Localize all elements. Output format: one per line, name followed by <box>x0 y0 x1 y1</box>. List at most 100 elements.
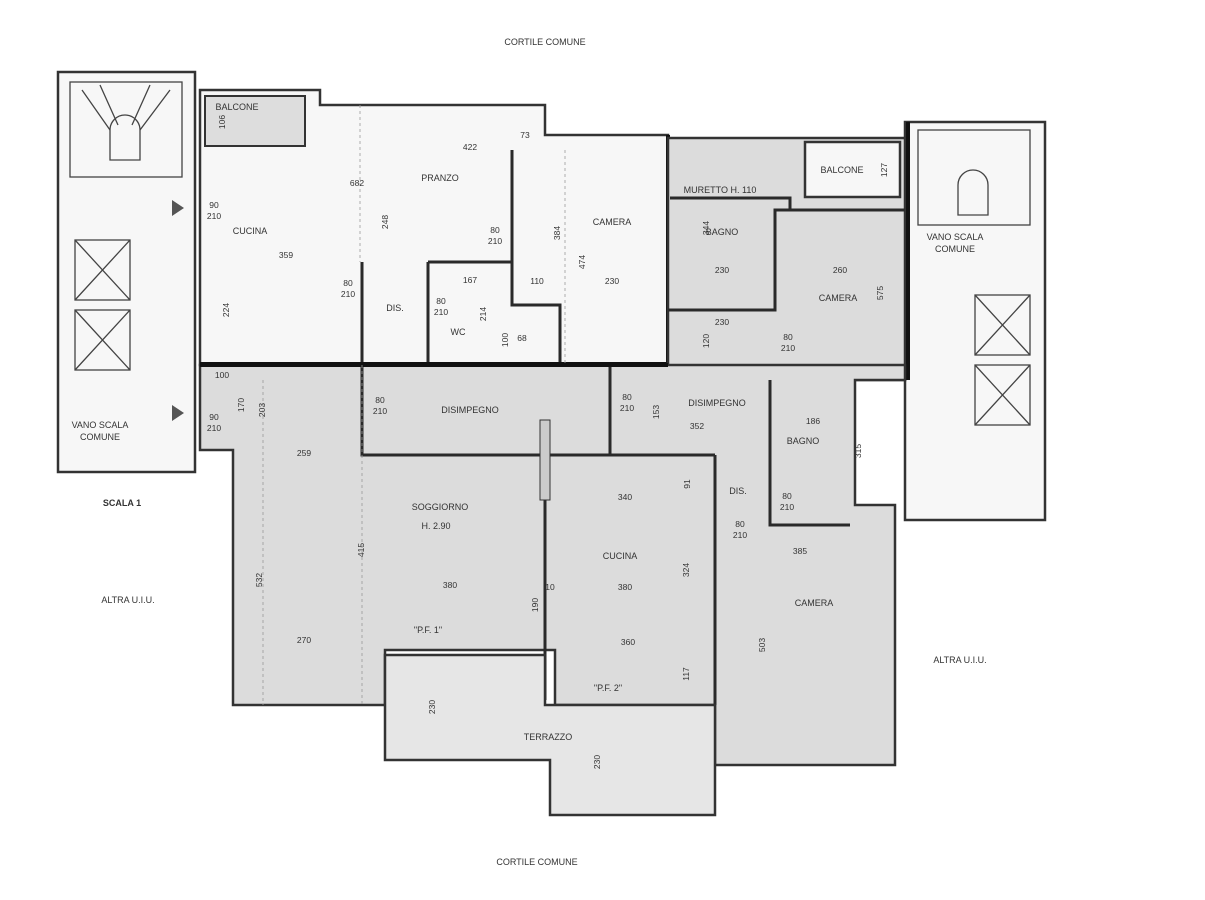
dimension: 68 <box>517 333 527 343</box>
dimension: 153 <box>651 405 661 419</box>
door-height: 210 <box>434 307 448 317</box>
door-height: 210 <box>207 211 221 221</box>
door-width: 80 <box>782 491 792 501</box>
dimension: 340 <box>618 492 632 502</box>
room-label: PRANZO <box>421 173 459 183</box>
door-height: 210 <box>733 530 747 540</box>
dimension: 380 <box>443 580 457 590</box>
courtyard-label-bottom: CORTILE COMUNE <box>496 857 577 867</box>
room-label: DISIMPEGNO <box>441 405 499 415</box>
door-width: 80 <box>343 278 353 288</box>
stair-icon <box>957 169 989 216</box>
terrace <box>383 653 717 817</box>
dimension: 230 <box>605 276 619 286</box>
dimension: 73 <box>520 130 530 140</box>
dimension: 324 <box>681 563 691 577</box>
dimension: 315 <box>853 444 863 458</box>
door-height: 210 <box>620 403 634 413</box>
door-width: 80 <box>490 225 500 235</box>
dimension: 100 <box>500 333 510 347</box>
stairwell-label: VANO SCALA <box>927 232 984 242</box>
dimension: 380 <box>618 582 632 592</box>
elevator-icon <box>74 239 131 301</box>
unit-top-right <box>666 122 910 387</box>
stairwell-label: COMUNE <box>80 432 120 442</box>
room-label: SOGGIORNO <box>412 502 469 512</box>
dimension: 248 <box>380 215 390 229</box>
dimension: 230 <box>592 755 602 769</box>
room-label: BALCONE <box>215 102 258 112</box>
dimension: 110 <box>530 276 544 286</box>
dimension: 100 <box>215 370 229 380</box>
stair-icon <box>109 114 141 161</box>
dimension: 106 <box>217 115 227 129</box>
dimension: 230 <box>715 317 729 327</box>
dimension: 230 <box>427 700 437 714</box>
right-stairwell <box>903 120 1047 522</box>
dimension: 170 <box>236 398 246 412</box>
window-label: "P.F. 2" <box>594 683 622 693</box>
door-height: 210 <box>488 236 502 246</box>
elevator-icon <box>74 309 131 371</box>
room-label: CUCINA <box>233 226 268 236</box>
door-width: 80 <box>622 392 632 402</box>
dimension: 385 <box>793 546 807 556</box>
dimension: 214 <box>478 307 488 321</box>
dimension: 352 <box>690 421 704 431</box>
door-height: 210 <box>373 406 387 416</box>
room-label: TERRAZZO <box>524 732 573 742</box>
door-width: 80 <box>783 332 793 342</box>
door-width: 80 <box>436 296 446 306</box>
elevator-icon <box>974 364 1031 426</box>
dimension: 422 <box>463 142 477 152</box>
dimension: 474 <box>577 255 587 269</box>
dimension: 91 <box>682 479 692 489</box>
door-height: 210 <box>341 289 355 299</box>
dimension: 203 <box>257 403 267 417</box>
door-width: 80 <box>735 519 745 529</box>
unit-lower <box>198 363 907 817</box>
dimension: 167 <box>463 275 477 285</box>
stairwell-label: VANO SCALA <box>72 420 129 430</box>
room-label: CAMERA <box>795 598 834 608</box>
dimension: 127 <box>879 163 889 177</box>
dimension: 270 <box>297 635 311 645</box>
elevator-icon <box>974 294 1031 356</box>
stair-label: SCALA 1 <box>103 498 141 508</box>
room-label: DISIMPEGNO <box>688 398 746 408</box>
dimension: 503 <box>757 638 767 652</box>
dimension: 224 <box>221 303 231 317</box>
room-label: BAGNO <box>787 436 820 446</box>
stairwell-label: COMUNE <box>935 244 975 254</box>
dimension: 259 <box>297 448 311 458</box>
unit-top-left <box>198 88 670 367</box>
neighbor-label: ALTRA U.I.U. <box>101 595 154 605</box>
room-label: CAMERA <box>593 217 632 227</box>
courtyard-label-top: CORTILE COMUNE <box>504 37 585 47</box>
room-label: DIS. <box>386 303 404 313</box>
dimension: 360 <box>621 637 635 647</box>
dimension: 344 <box>701 221 711 235</box>
door-height: 210 <box>207 423 221 433</box>
room-label: DIS. <box>729 486 747 496</box>
dimension: 186 <box>806 416 820 426</box>
left-stairwell <box>56 70 197 474</box>
window-label: "P.F. 1" <box>414 625 442 635</box>
neighbor-label: ALTRA U.I.U. <box>933 655 986 665</box>
room-label: CAMERA <box>819 293 858 303</box>
dimension: 117 <box>681 667 691 681</box>
room-label: BALCONE <box>820 165 863 175</box>
door-width: 90 <box>209 200 219 210</box>
dimension: 120 <box>701 334 711 348</box>
dimension: 230 <box>715 265 729 275</box>
room-label: CUCINA <box>603 551 638 561</box>
dimension: 10 <box>545 582 555 592</box>
door-width: 80 <box>375 395 385 405</box>
door-width: 90 <box>209 412 219 422</box>
room-label: H. 2.90 <box>421 521 450 531</box>
door-height: 210 <box>781 343 795 353</box>
dimension: 575 <box>875 286 885 300</box>
dimension: 359 <box>279 250 293 260</box>
dimension: 532 <box>254 573 264 587</box>
